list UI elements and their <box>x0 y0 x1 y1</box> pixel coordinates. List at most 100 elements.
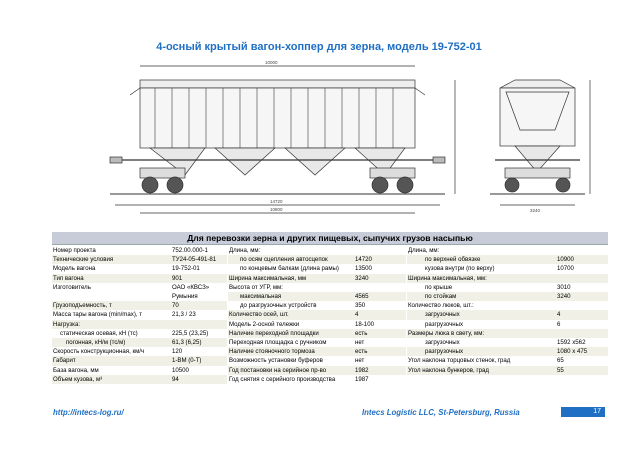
spec-label: Переходная площадка с ручником <box>229 339 327 346</box>
table-header: Для перевозки зерна и других пищевых, сы… <box>52 232 608 245</box>
spec-value: 3240 <box>557 293 571 300</box>
spec-label: по крыше <box>425 283 453 291</box>
spec-value: есть <box>355 348 368 356</box>
spec-label: Грузоподъемность, т <box>53 302 112 310</box>
spec-value: 70 <box>172 302 179 310</box>
spec-value: 94 <box>172 375 179 383</box>
spec-label: до разгрузочных устройств <box>240 302 317 310</box>
spec-value: 901 <box>172 274 183 282</box>
spec-value: 13500 <box>355 265 372 273</box>
spec-value: 10500 <box>172 366 189 374</box>
spec-value: 10900 <box>557 256 574 264</box>
spec-value: 55 <box>557 366 564 374</box>
spec-value: Румыния <box>172 293 198 300</box>
spec-value: 1982 <box>355 366 369 374</box>
spec-value: 19-752-01 <box>172 265 200 273</box>
spec-value: 21,3 / 23 <box>172 311 196 319</box>
spec-label: Возможность установки буферов <box>229 357 323 365</box>
spec-label: Номер проекта <box>53 247 96 254</box>
spec-label: Модель вагона <box>53 265 96 273</box>
dim-end-width: 3240 <box>530 208 541 213</box>
spec-value: 120 <box>172 348 183 356</box>
spec-value: 65 <box>557 357 564 365</box>
row-band <box>228 347 406 357</box>
spec-label: Высота от УГР, мм: <box>229 283 283 291</box>
spec-label: Габарит <box>53 357 76 365</box>
dim-base: 10800 <box>270 207 283 212</box>
spec-label: Размеры люка в свету, мм: <box>408 329 485 337</box>
row-band <box>52 301 227 311</box>
dim-length-coupler: 14720 <box>270 199 283 204</box>
spec-value: 18-100 <box>355 320 374 328</box>
spec-label: Ширина максимальная, мм <box>229 274 307 282</box>
wagon-drawing: 10000 14720 10800 3240 <box>109 60 591 214</box>
row-band <box>52 374 227 384</box>
spec-label: по осям сцепления автосцепок <box>240 256 328 264</box>
spec-label: Ширина максимальная, мм: <box>408 274 487 282</box>
spec-value: 6 <box>557 320 561 328</box>
spec-value: 1592 x562 <box>557 339 586 346</box>
page-title: 4-осный крытый вагон-хоппер для зерна, м… <box>156 41 482 53</box>
footer-url[interactable]: http://intecs-log.ru/ <box>53 408 124 417</box>
spec-label: База вагона, мм <box>53 366 99 374</box>
row-band <box>52 338 227 348</box>
spec-label: погонная, кН/м (тс/м) <box>66 339 126 346</box>
spec-label: разгрузочных <box>425 348 464 356</box>
spec-value: 4 <box>355 311 359 319</box>
spec-label: Количество люков, шт.: <box>408 302 474 310</box>
row-band <box>228 255 406 265</box>
dim-length-top: 10000 <box>265 60 278 65</box>
spec-label: загрузочных <box>425 339 460 346</box>
row-band <box>407 328 608 338</box>
spec-label: Угол наклона бункеров, град <box>408 366 489 374</box>
row-band <box>52 255 227 265</box>
spec-label: статическая осевая, кН (тс) <box>60 329 138 337</box>
spec-value: 1080 x 475 <box>557 348 588 356</box>
spec-value: 1-ВМ (0-Т) <box>172 357 202 365</box>
row-band <box>228 273 406 283</box>
spec-label: Угол наклона торцовых стенок, град <box>408 357 511 365</box>
spec-label: Наличие переходной площадки <box>229 329 319 337</box>
spec-value: 350 <box>355 302 366 310</box>
spec-label: Длина, мм: <box>408 247 440 254</box>
end-view <box>490 79 591 206</box>
spec-value: нет <box>355 339 365 346</box>
spec-label: Модель 2-осной тележки <box>229 320 300 328</box>
spec-label: Год постановки на серийное пр-во <box>229 366 327 374</box>
specs-table: Для перевозки зерна и других пищевых, сы… <box>52 232 608 395</box>
spec-value: 4 <box>557 311 561 319</box>
row-band <box>228 328 406 338</box>
spec-label: по верхней обвязке <box>425 256 481 264</box>
row-band <box>407 347 608 357</box>
page-number: 17 <box>561 407 605 417</box>
spec-value: 10700 <box>557 265 574 273</box>
spec-value: 752.00.000-1 <box>172 247 208 254</box>
spec-label: Длина, мм: <box>229 247 261 254</box>
spec-label: загрузочных <box>425 311 460 319</box>
row-band <box>52 273 227 283</box>
spec-label: по концевым балкам (длина рамы) <box>240 265 339 273</box>
spec-value: нет <box>355 357 365 365</box>
spec-label: Наличие стояночного тормоза <box>229 348 315 356</box>
spec-value: 4565 <box>355 293 369 300</box>
spec-label: Объем кузова, м³ <box>53 375 103 383</box>
spec-label: Технические условия <box>53 256 114 264</box>
spec-value: 3010 <box>557 283 571 291</box>
spec-label: по стойкам <box>425 293 457 300</box>
row-band <box>228 292 406 302</box>
spec-value: 3240 <box>355 274 369 282</box>
side-view <box>109 65 456 214</box>
row-band <box>52 356 227 366</box>
spec-label: Тип вагона <box>53 274 84 282</box>
spec-label: Год снятия с серийного производства <box>229 375 336 383</box>
spec-value: ОАО «КВСЗ» <box>172 283 210 291</box>
spec-label: максимальная <box>240 293 282 300</box>
spec-label: разгрузочных <box>425 320 464 328</box>
row-band <box>228 365 406 375</box>
spec-value: 1987 <box>355 375 369 383</box>
spec-value: 61,3 (6,25) <box>172 339 202 346</box>
spec-label: Скорость конструкционная, км/ч <box>53 348 145 356</box>
row-band <box>52 319 227 329</box>
row-band <box>407 310 608 320</box>
